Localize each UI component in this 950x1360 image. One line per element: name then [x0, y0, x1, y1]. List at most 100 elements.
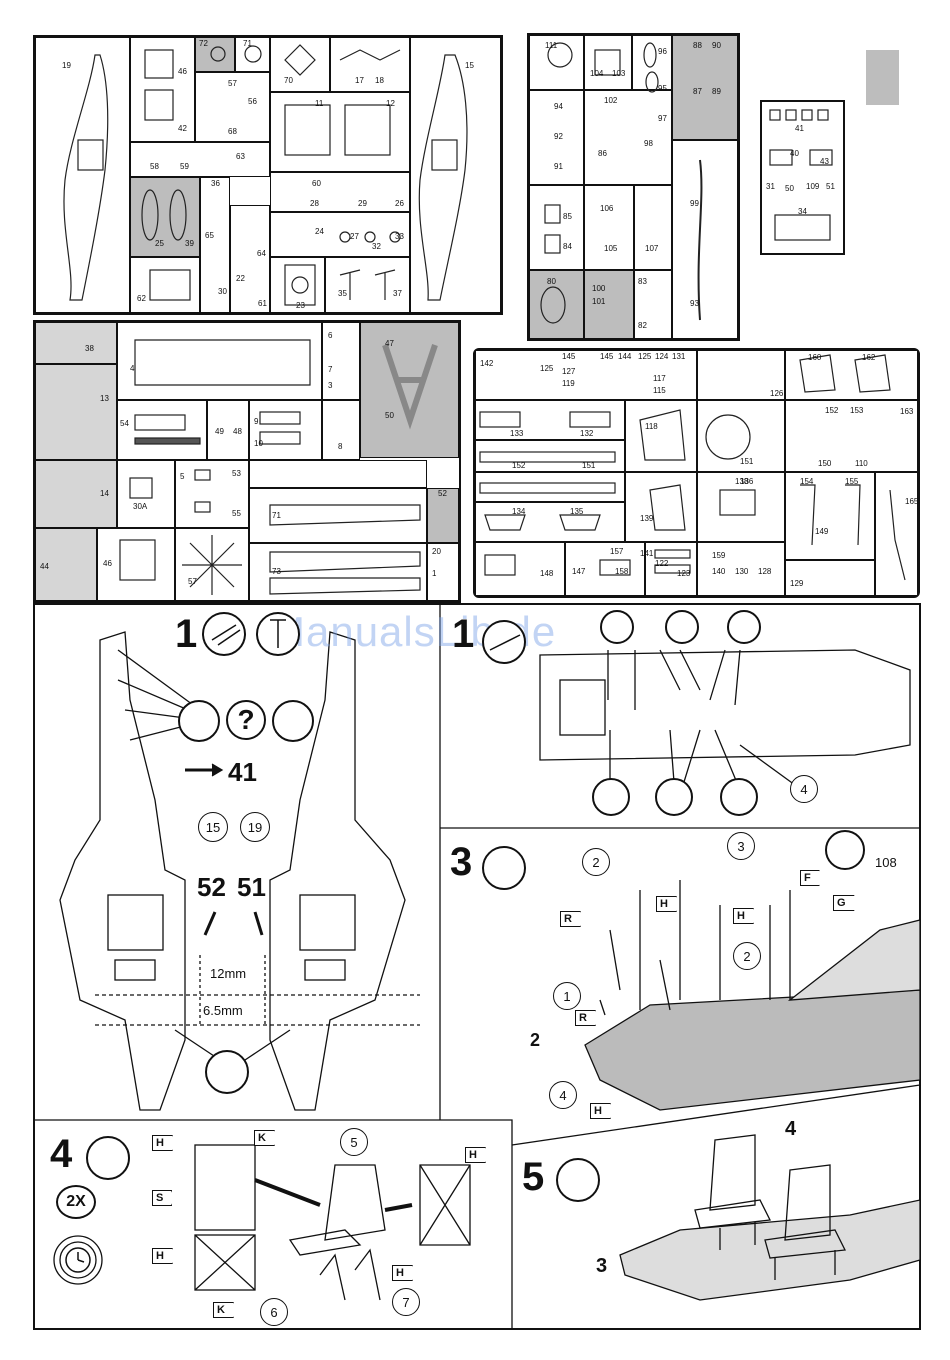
part-number: 5	[180, 472, 185, 481]
part-number: 36	[211, 179, 220, 188]
part-number: 131	[672, 352, 686, 361]
sprue4-cell-i	[322, 400, 360, 460]
sprue-cell-d	[270, 37, 330, 92]
part-number: 138	[735, 477, 749, 486]
part-number: 163	[900, 407, 914, 416]
sprue-frame-3	[760, 100, 845, 255]
sprue-part-drawings	[63, 42, 906, 595]
paint-icon	[825, 830, 865, 870]
part-label: 52	[197, 872, 226, 902]
part-label: 4	[785, 1118, 797, 1140]
part-number: 107	[645, 244, 659, 253]
sanding-icon	[272, 700, 314, 742]
part-number: 117	[653, 374, 666, 383]
part-number: 48	[233, 427, 242, 436]
sprue5-cell-g	[785, 400, 918, 472]
part-number: 140	[712, 567, 726, 576]
sprue4-cell-o	[427, 488, 459, 543]
part-number: 142	[480, 359, 494, 368]
part-number: 35	[338, 289, 347, 298]
sprue2-cell-g	[672, 140, 738, 339]
part-number: 118	[645, 422, 658, 431]
part-number: 65	[205, 231, 214, 240]
part-number: 119	[562, 379, 575, 388]
part-number: 56	[248, 97, 257, 106]
sprue-cell-fuselage-left	[35, 37, 130, 313]
sprue4-cell-k	[117, 460, 175, 528]
glue-icon	[482, 846, 526, 890]
part-number: 18	[375, 76, 384, 85]
part-number: 85	[563, 212, 572, 221]
part-number: 55	[232, 509, 241, 518]
sprue-cell-b	[195, 37, 235, 72]
part-number: 157	[610, 547, 624, 556]
part-number: 94	[554, 102, 563, 111]
part-number: 93	[690, 299, 699, 308]
part-label: 51	[237, 872, 266, 902]
part-number: 49	[215, 427, 224, 436]
part-number: 31	[766, 182, 775, 191]
glue-icon	[178, 700, 220, 742]
part-number: 110	[855, 459, 868, 468]
part-number: 42	[178, 124, 187, 133]
step-number: 1	[452, 612, 475, 656]
reference-part: 108	[875, 855, 897, 870]
sprue4-cell-b	[35, 364, 117, 460]
part-number: 141	[640, 549, 654, 558]
part-number: 26	[395, 199, 404, 208]
step-number: 3	[450, 840, 473, 884]
part-number: 147	[572, 567, 586, 576]
part-number: 34	[798, 207, 807, 216]
part-number: 134	[512, 507, 526, 516]
part-number: 39	[185, 239, 194, 248]
pin-icon	[727, 610, 761, 644]
sprue5-cell-j	[475, 502, 625, 542]
part-callout: 4	[549, 1081, 577, 1109]
part-number: 52	[438, 489, 447, 498]
flag-label: H	[392, 1265, 413, 1281]
part-number: 154	[800, 477, 814, 486]
part-number: 3	[328, 381, 333, 390]
part-number: 162	[862, 353, 876, 362]
part-callout: 2	[733, 942, 761, 970]
part-callout: 2	[582, 848, 610, 876]
part-number: 123	[677, 569, 691, 578]
step-number: 1	[175, 612, 198, 656]
part-callout: 7	[392, 1288, 420, 1316]
sprue2-cell-l	[584, 270, 634, 339]
part-number: 155	[845, 477, 859, 486]
part-number: 130	[735, 567, 749, 576]
sprue-cell-f	[195, 72, 270, 142]
sprue4-cell-e	[360, 322, 459, 458]
part-number: 153	[850, 406, 864, 415]
part-number: 8	[338, 442, 343, 451]
pin-icon	[720, 778, 758, 816]
part-number: 83	[638, 277, 647, 286]
part-number: 104	[590, 69, 604, 78]
part-number: 53	[232, 469, 241, 478]
part-number: 60	[312, 179, 321, 188]
part-number: 128	[758, 567, 772, 576]
sprue-cell-j	[200, 177, 230, 313]
part-callout: 5	[340, 1128, 368, 1156]
sprue2-cell-j	[634, 185, 672, 270]
sprue5-cell-i	[475, 472, 625, 502]
part-number: 125	[540, 364, 554, 373]
sprue2-cell-f	[584, 90, 672, 185]
part-number: 20	[432, 547, 441, 556]
sprue4-cell-l	[175, 460, 249, 528]
part-number: 32	[372, 242, 381, 251]
part-number: 86	[598, 149, 607, 158]
part-callout: 19	[240, 812, 270, 842]
part-number: 19	[62, 61, 71, 70]
sprue-cell-fuselage-right	[410, 37, 501, 313]
part-number: 145	[600, 352, 614, 361]
part-number: 139	[640, 514, 654, 523]
part-callout: 1	[553, 982, 581, 1010]
part-number: 149	[815, 527, 829, 536]
part-number: 4	[130, 364, 135, 373]
sprue-cell-l	[270, 172, 410, 212]
part-number: 102	[604, 96, 618, 105]
part-number: 159	[712, 551, 726, 560]
pin-icon	[205, 1050, 249, 1094]
